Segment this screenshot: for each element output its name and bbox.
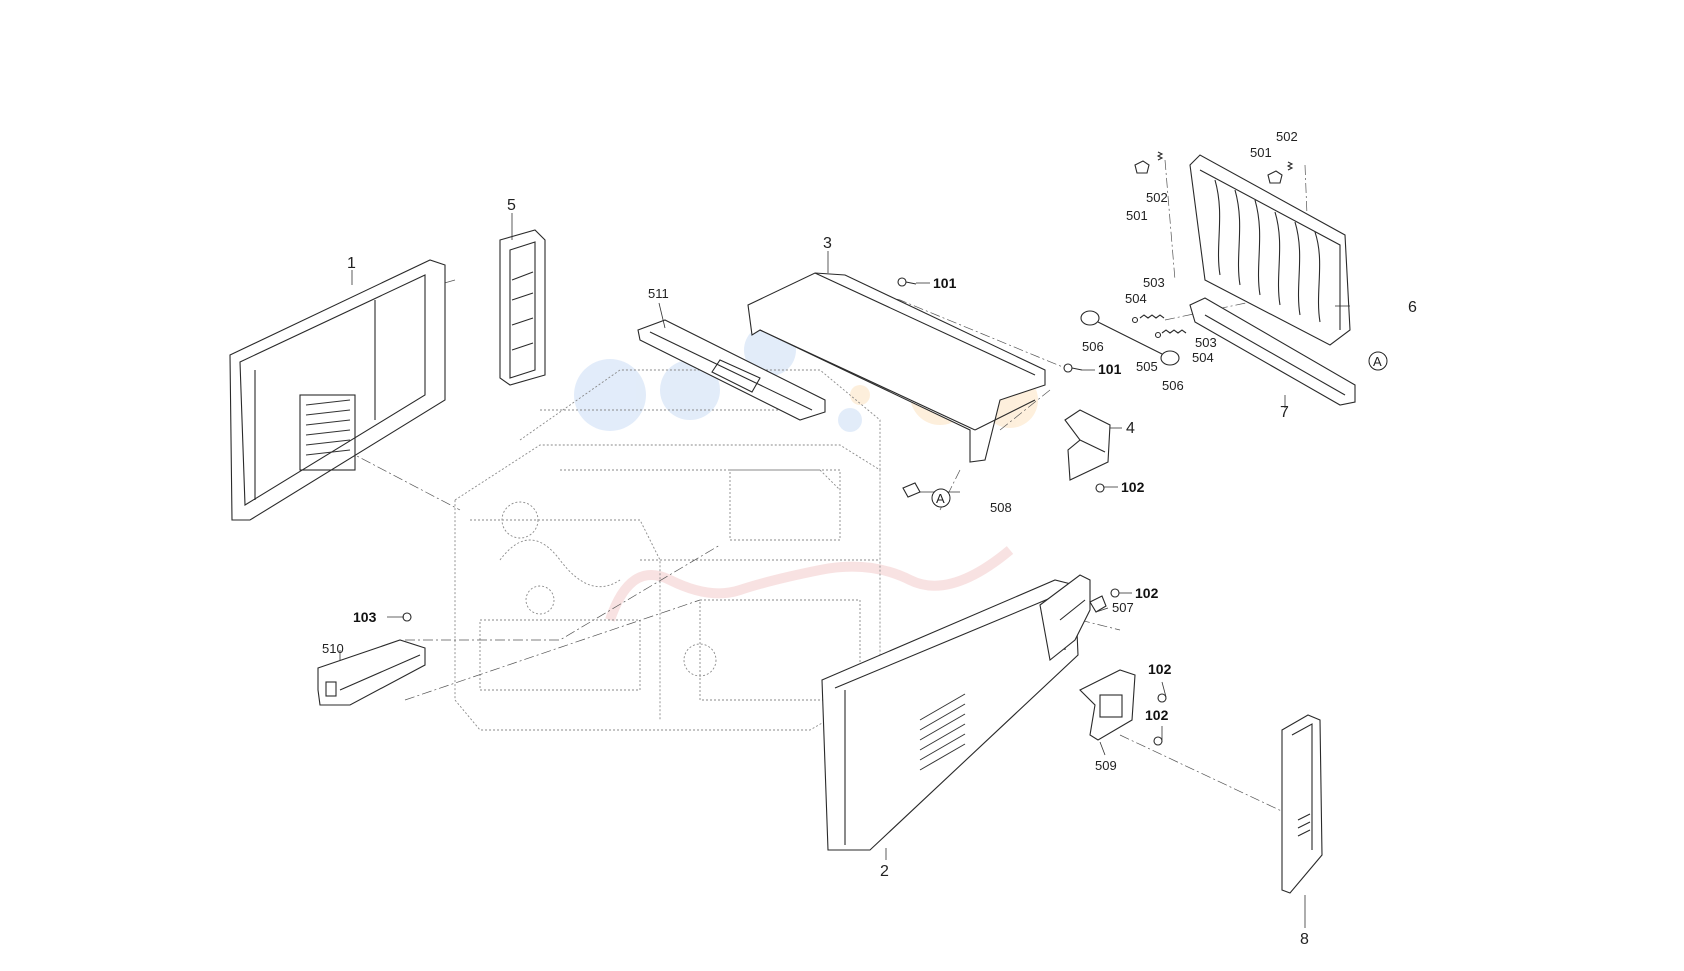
callout-102-d: 102 [1145, 707, 1169, 723]
part-511-upper-rail [637, 319, 826, 421]
reference-marker-a-2: A [931, 488, 951, 508]
callout-510: 510 [322, 641, 344, 656]
screw-102-b [1110, 588, 1120, 598]
part-8-side-panel [1281, 714, 1323, 894]
callout-7: 7 [1280, 404, 1289, 421]
part-7-rear-guide-plate [1189, 297, 1356, 406]
callout-509: 509 [1095, 758, 1117, 773]
callout-labels: 1 5 3 511 101 101 4 102 508 102 507 102 … [322, 129, 1417, 948]
callout-507: 507 [1112, 600, 1134, 615]
screws [402, 277, 1167, 746]
screw-102-d [1153, 736, 1163, 746]
callout-502-right: 502 [1276, 129, 1298, 144]
leader-lines [339, 213, 1350, 928]
callout-1: 1 [347, 255, 356, 272]
callout-506-left: 506 [1082, 339, 1104, 354]
callout-101-top: 101 [933, 275, 957, 291]
callout-506-right: 506 [1162, 378, 1184, 393]
printer-body-ghost [454, 369, 881, 731]
screw-103 [402, 612, 412, 622]
callout-503-top: 503 [1143, 275, 1165, 290]
callout-502-left: 502 [1146, 190, 1168, 205]
callout-103: 103 [353, 609, 377, 625]
part-508-small-clip [902, 482, 921, 498]
part-501-502-clips [1134, 151, 1294, 184]
callout-102-a: 102 [1121, 479, 1145, 495]
part-507-bracket [1089, 595, 1107, 613]
callout-5: 5 [507, 197, 516, 214]
callout-503-bottom: 503 [1195, 335, 1217, 350]
part-3-top-cover [747, 272, 1046, 463]
callout-504-right: 504 [1192, 350, 1214, 365]
part-2-right-cover [821, 574, 1091, 851]
callout-508: 508 [990, 500, 1012, 515]
screw-102-a [1095, 483, 1105, 493]
part-4-bracket [1064, 409, 1111, 481]
screw-101-top [897, 277, 917, 287]
callout-4: 4 [1126, 420, 1135, 437]
callout-8: 8 [1300, 931, 1309, 948]
callout-101-right: 101 [1098, 361, 1122, 377]
reference-marker-a-1: A [1368, 351, 1388, 371]
svg-text:A: A [1373, 354, 1382, 369]
callout-102-c: 102 [1148, 661, 1172, 677]
part-6-rear-tray [1189, 154, 1351, 346]
callout-501-left: 501 [1126, 208, 1148, 223]
callout-2: 2 [880, 863, 889, 880]
part-1-left-cover [229, 259, 446, 521]
screw-101-right [1063, 363, 1083, 373]
callout-501-right: 501 [1250, 145, 1272, 160]
callout-511: 511 [648, 286, 669, 301]
svg-text:A: A [936, 491, 945, 506]
part-503-springs [1131, 314, 1187, 339]
part-509-fan-bracket [1079, 669, 1136, 741]
callout-3: 3 [823, 235, 832, 252]
callout-504-left: 504 [1125, 291, 1147, 306]
screw-102-c [1157, 693, 1167, 703]
part-506-rollers [1080, 310, 1180, 366]
callout-505: 505 [1136, 359, 1158, 374]
callout-6: 6 [1408, 299, 1417, 316]
callout-102-b: 102 [1135, 585, 1159, 601]
part-510-front-handle [317, 639, 426, 706]
part-5-rear-guide [499, 229, 546, 386]
